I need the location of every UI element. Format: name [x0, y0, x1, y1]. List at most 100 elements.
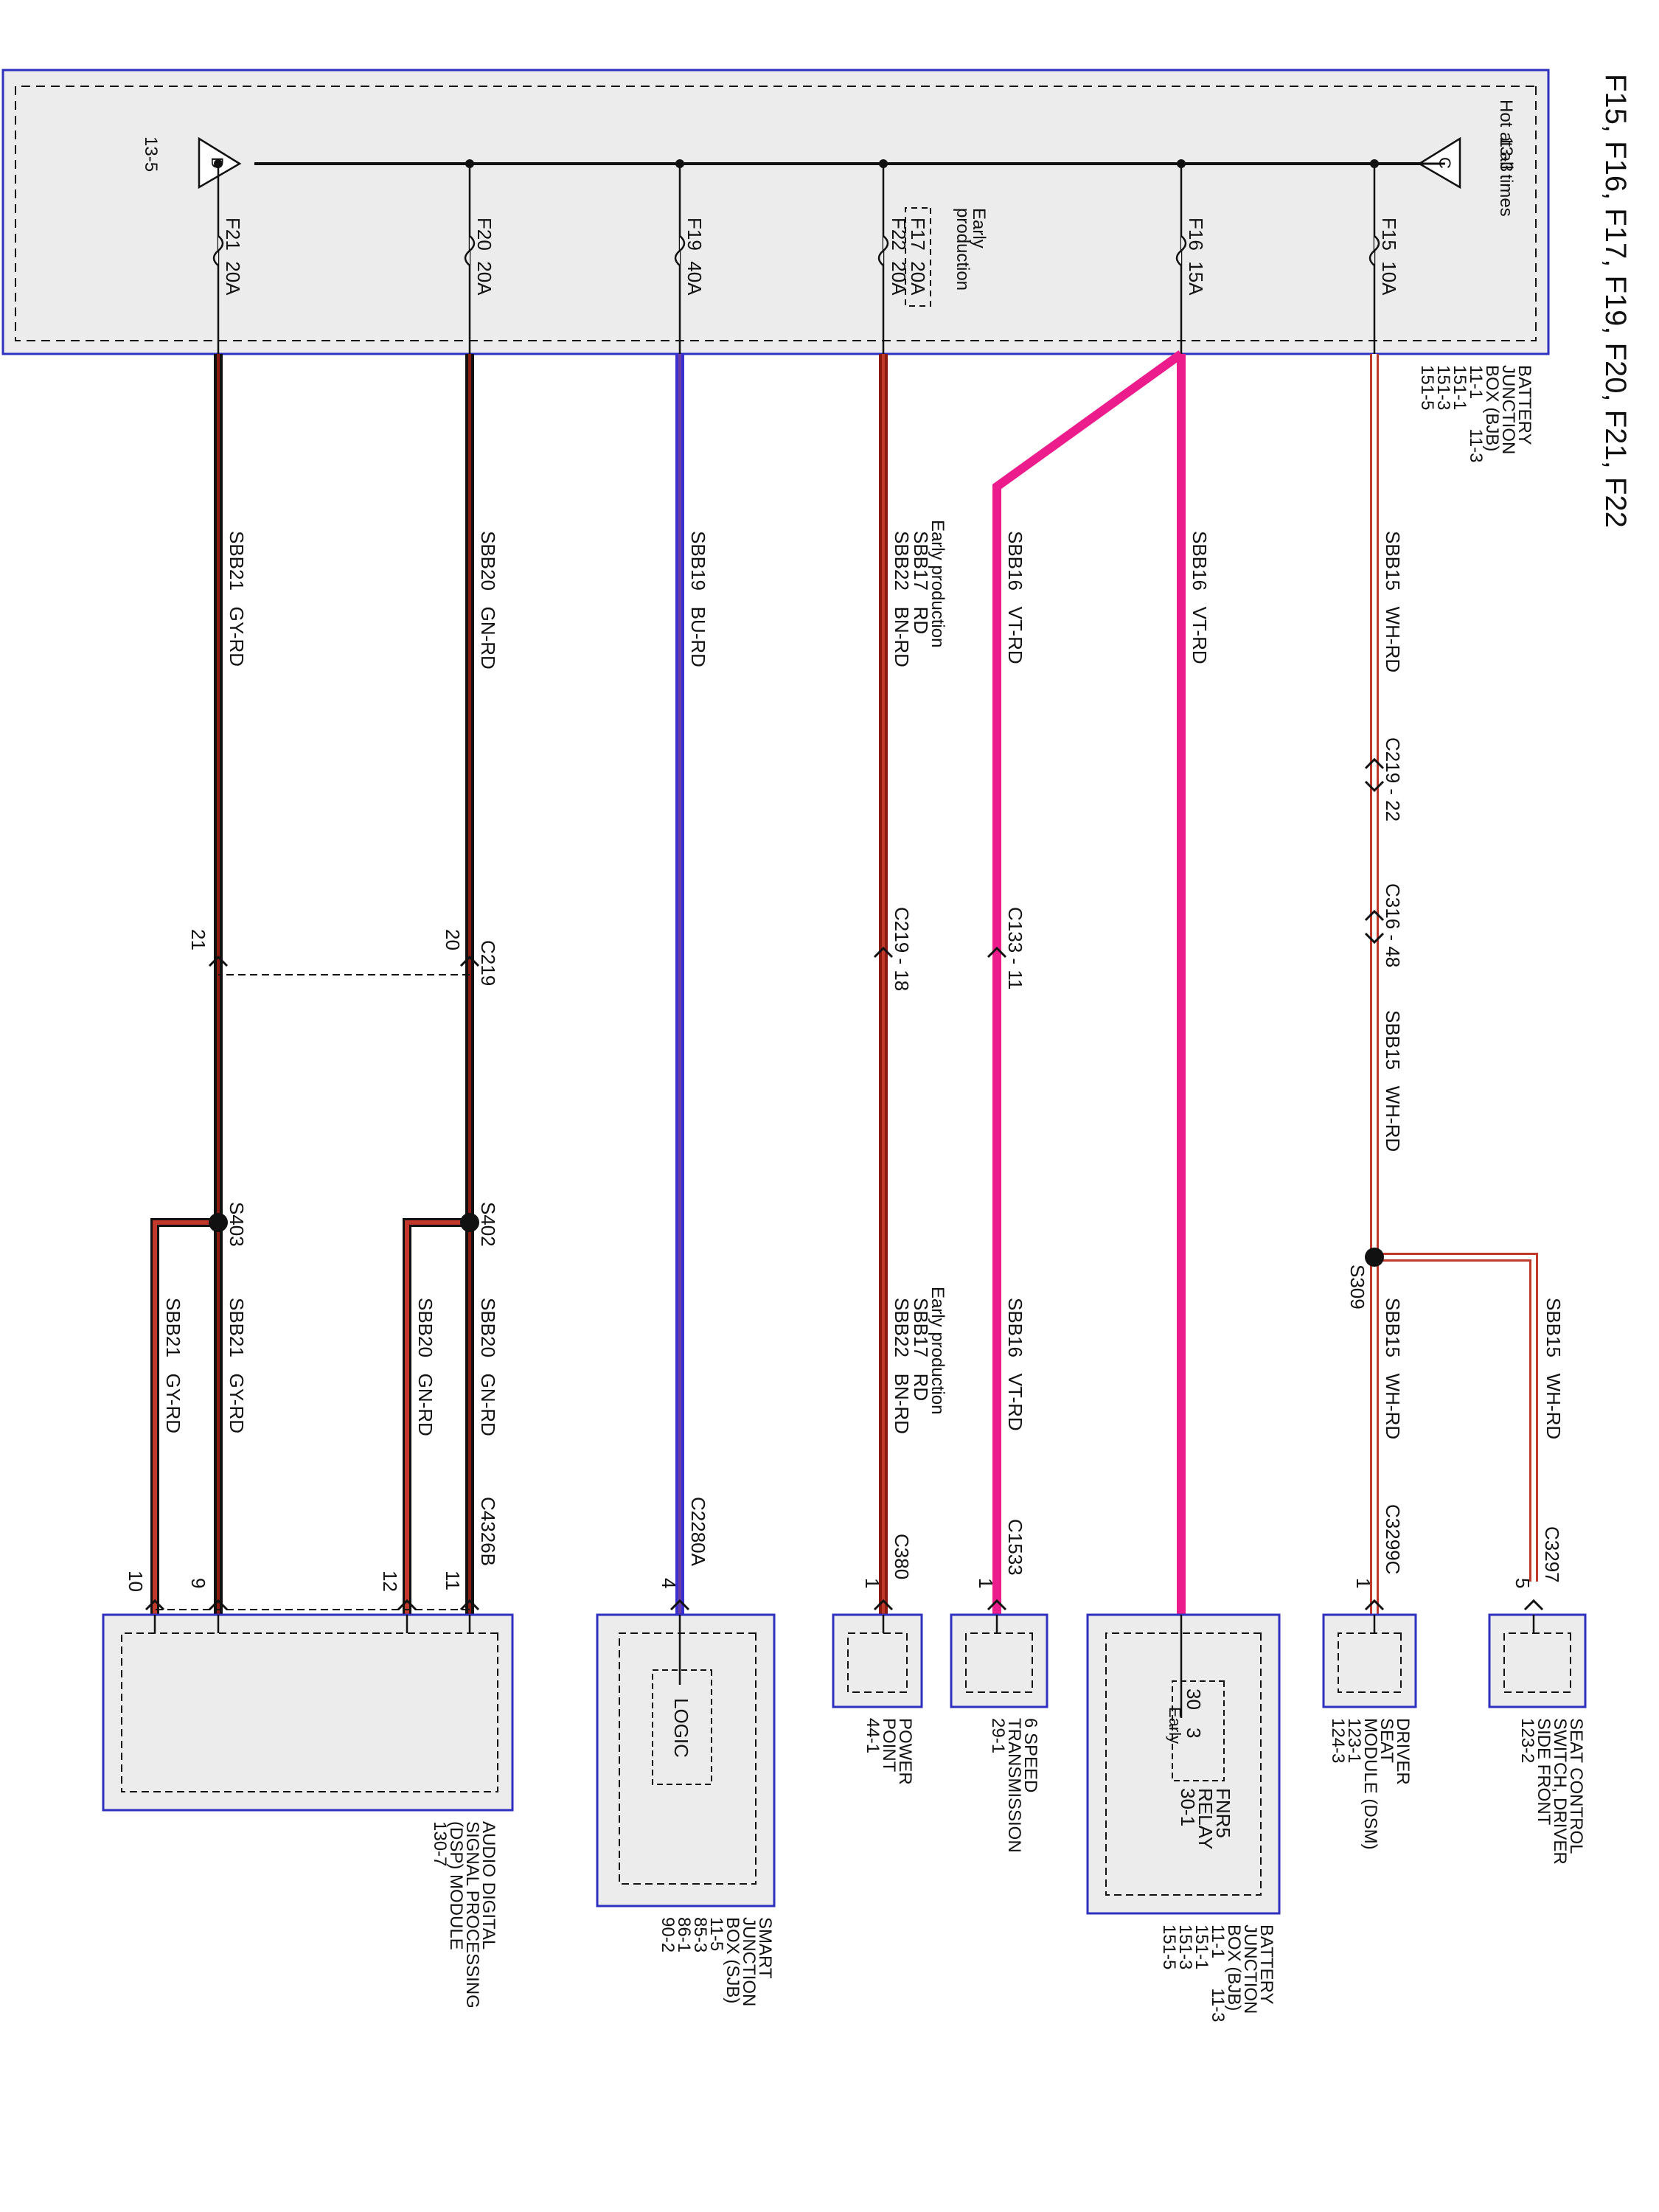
wire-label-sbb21-top: SBB21 GY-RD — [226, 531, 248, 667]
trans-name: 6 SPEED TRANSMISSION 29-1 — [988, 1718, 1040, 1853]
component-line: 44-1 — [863, 1718, 883, 1753]
connector-c3297: C3297 — [1541, 1526, 1563, 1583]
connector-c3299c: C3299C — [1382, 1504, 1404, 1574]
power-point-box — [832, 1613, 923, 1708]
bjb-name-line: 151-5 — [1417, 365, 1437, 410]
relay-ref: 30-1 — [1177, 1788, 1199, 1826]
wire-note-early-bottom: Early production — [928, 1287, 947, 1414]
connector-c2280a-pin: 4 — [658, 1578, 680, 1588]
component-line: AUDIO DIGITAL — [479, 1821, 498, 1950]
component-line: TRANSMISSION — [1004, 1718, 1024, 1853]
component-line: 90-2 — [658, 1917, 678, 1952]
component-line: JUNCTION — [739, 1917, 759, 2006]
wire-label-sbb20-b: SBB20 GN-RD — [414, 1298, 437, 1436]
splice-s402-dot — [460, 1213, 479, 1232]
dsm-inner — [1338, 1632, 1402, 1693]
sjb-inner — [619, 1632, 757, 1885]
connector-c1533-pin: 1 — [975, 1578, 997, 1588]
dsm-box — [1322, 1613, 1417, 1708]
bjb-panel — [1, 69, 1550, 355]
connector-c219: C219 — [477, 940, 499, 986]
splice-label-s403: S403 — [226, 1202, 248, 1247]
bjb-name-line: BOX (BJB) — [1482, 365, 1502, 451]
fuse-symbol-f21 — [212, 235, 224, 266]
dsp-inner — [121, 1632, 498, 1792]
sjb-logic-label: LOGIC — [670, 1698, 692, 1758]
wire-sbb21 — [150, 354, 228, 1615]
component-line: 130-7 — [430, 1821, 450, 1866]
wire-label-sbb21-b: SBB21 GY-RD — [162, 1298, 184, 1433]
fuse-note-early: Early — [969, 208, 989, 248]
seat-switch-name: SEAT CONTROL SWITCH, DRIVER SIDE FRONT 1… — [1517, 1718, 1586, 1865]
trans-inner — [965, 1632, 1033, 1693]
bus-dots — [214, 159, 1379, 168]
connector-c2280a: C2280A — [687, 1497, 709, 1567]
dsp-name: AUDIO DIGITAL SIGNAL PROCESSING (DSP) MO… — [430, 1821, 498, 2008]
fuse-label-f19: F19 40A — [684, 218, 706, 296]
component-line: SEAT — [1377, 1718, 1397, 1763]
fuse-label-f15: F15 10A — [1378, 218, 1400, 296]
component-line: 85-3 — [690, 1917, 710, 1952]
rotated-drawing: F15, F16, F17, F19, F20, F21, F22 C 13-3… — [1, 69, 1632, 2023]
seat-switch-box — [1488, 1613, 1587, 1708]
bjb2-name: BATTERY JUNCTION BOX (BJB) 11-1 11-3 151… — [1159, 1924, 1276, 2023]
hot-label: Hot at all times — [1496, 100, 1516, 217]
wire-label-sbb20-top: SBB20 GN-RD — [477, 531, 499, 669]
wire-label-sbb15-bottom: SBB15 WH-RD — [1382, 1298, 1404, 1439]
fuse-symbol-f20 — [464, 235, 476, 266]
conn-d-ref: 13-5 — [141, 136, 161, 172]
relay-kind: RELAY — [1194, 1788, 1217, 1849]
connector-c133-11: C133 - 11 — [1004, 907, 1026, 990]
component-line: POWER — [895, 1718, 915, 1785]
dsp-box — [102, 1613, 514, 1812]
wire-label-sbb19: SBB19 BU-RD — [687, 531, 709, 667]
connector-c3297-pin: 5 — [1512, 1578, 1534, 1588]
bjb-inner-dashed — [15, 86, 1537, 341]
relay-pin-box — [1172, 1680, 1225, 1781]
wire-label-sbb15-top: SBB15 WH-RD — [1382, 531, 1404, 672]
component-line: BOX (BJB) — [1224, 1924, 1244, 2011]
fuse-alt-f17: F17 20A — [907, 218, 929, 296]
wire-label-sbb22-top: SBB22 BN-RD — [891, 531, 913, 667]
wire-sbb15 — [1365, 354, 1538, 1633]
wire-label-sbb17-top: SBB17 RD — [910, 531, 932, 634]
bjb-relay-inner — [1105, 1632, 1262, 1896]
component-line: 11-1 11-3 — [1208, 1924, 1228, 2023]
relay-name: FNR5 — [1212, 1788, 1234, 1838]
wire-label-sbb16-relay: SBB16 VT-RD — [1189, 531, 1211, 664]
fuse-symbol-f22 — [877, 235, 889, 266]
component-line: SIGNAL PROCESSING — [462, 1821, 482, 2008]
component-line: 6 SPEED — [1020, 1718, 1040, 1792]
component-line: SWITCH, DRIVER — [1550, 1718, 1570, 1865]
component-line: (DSP) MODULE — [446, 1821, 466, 1950]
dsp-pin-11: 11 — [442, 1571, 464, 1590]
power-point-name: POWER POINT 44-1 — [863, 1718, 915, 1785]
connector-c219-22: C219 - 22 — [1382, 737, 1404, 821]
component-line: 86-1 — [674, 1917, 694, 1952]
component-line: BOX (SJB) — [723, 1917, 742, 2003]
fuse-label-f16: F16 15A — [1185, 218, 1207, 296]
component-stubs — [153, 1615, 1535, 1718]
component-line: 123-2 — [1517, 1718, 1537, 1763]
wire-label-sbb21-a: SBB21 GY-RD — [226, 1298, 248, 1433]
bjb-relay-box — [1086, 1613, 1281, 1915]
dsp-pin-10: 10 — [125, 1571, 147, 1592]
component-line: DRIVER — [1393, 1718, 1413, 1785]
dsm-name: DRIVER SEAT MODULE (DSM) 123-1 124-3 — [1328, 1718, 1413, 1850]
component-line: 151-1 — [1192, 1924, 1211, 1969]
bjb-name-line: JUNCTION — [1498, 365, 1518, 454]
component-line: 151-5 — [1159, 1924, 1179, 1969]
bjb-name-line: BATTERY — [1514, 365, 1534, 445]
dsp-pin-12: 12 — [379, 1571, 401, 1592]
connector-c380: C380 — [891, 1534, 913, 1579]
wire-label-sbb16-bottom: SBB16 VT-RD — [1004, 1298, 1026, 1431]
component-line: 29-1 — [988, 1718, 1008, 1753]
wire-label-sbb17-bottom: SBB17 RD — [910, 1298, 932, 1401]
component-line: SIDE FRONT — [1534, 1718, 1554, 1826]
fuse-note-production: production — [953, 208, 973, 291]
pin-21: 21 — [187, 929, 209, 950]
splice-s403-dot — [209, 1213, 228, 1232]
splice-label-s402: S402 — [477, 1202, 499, 1247]
